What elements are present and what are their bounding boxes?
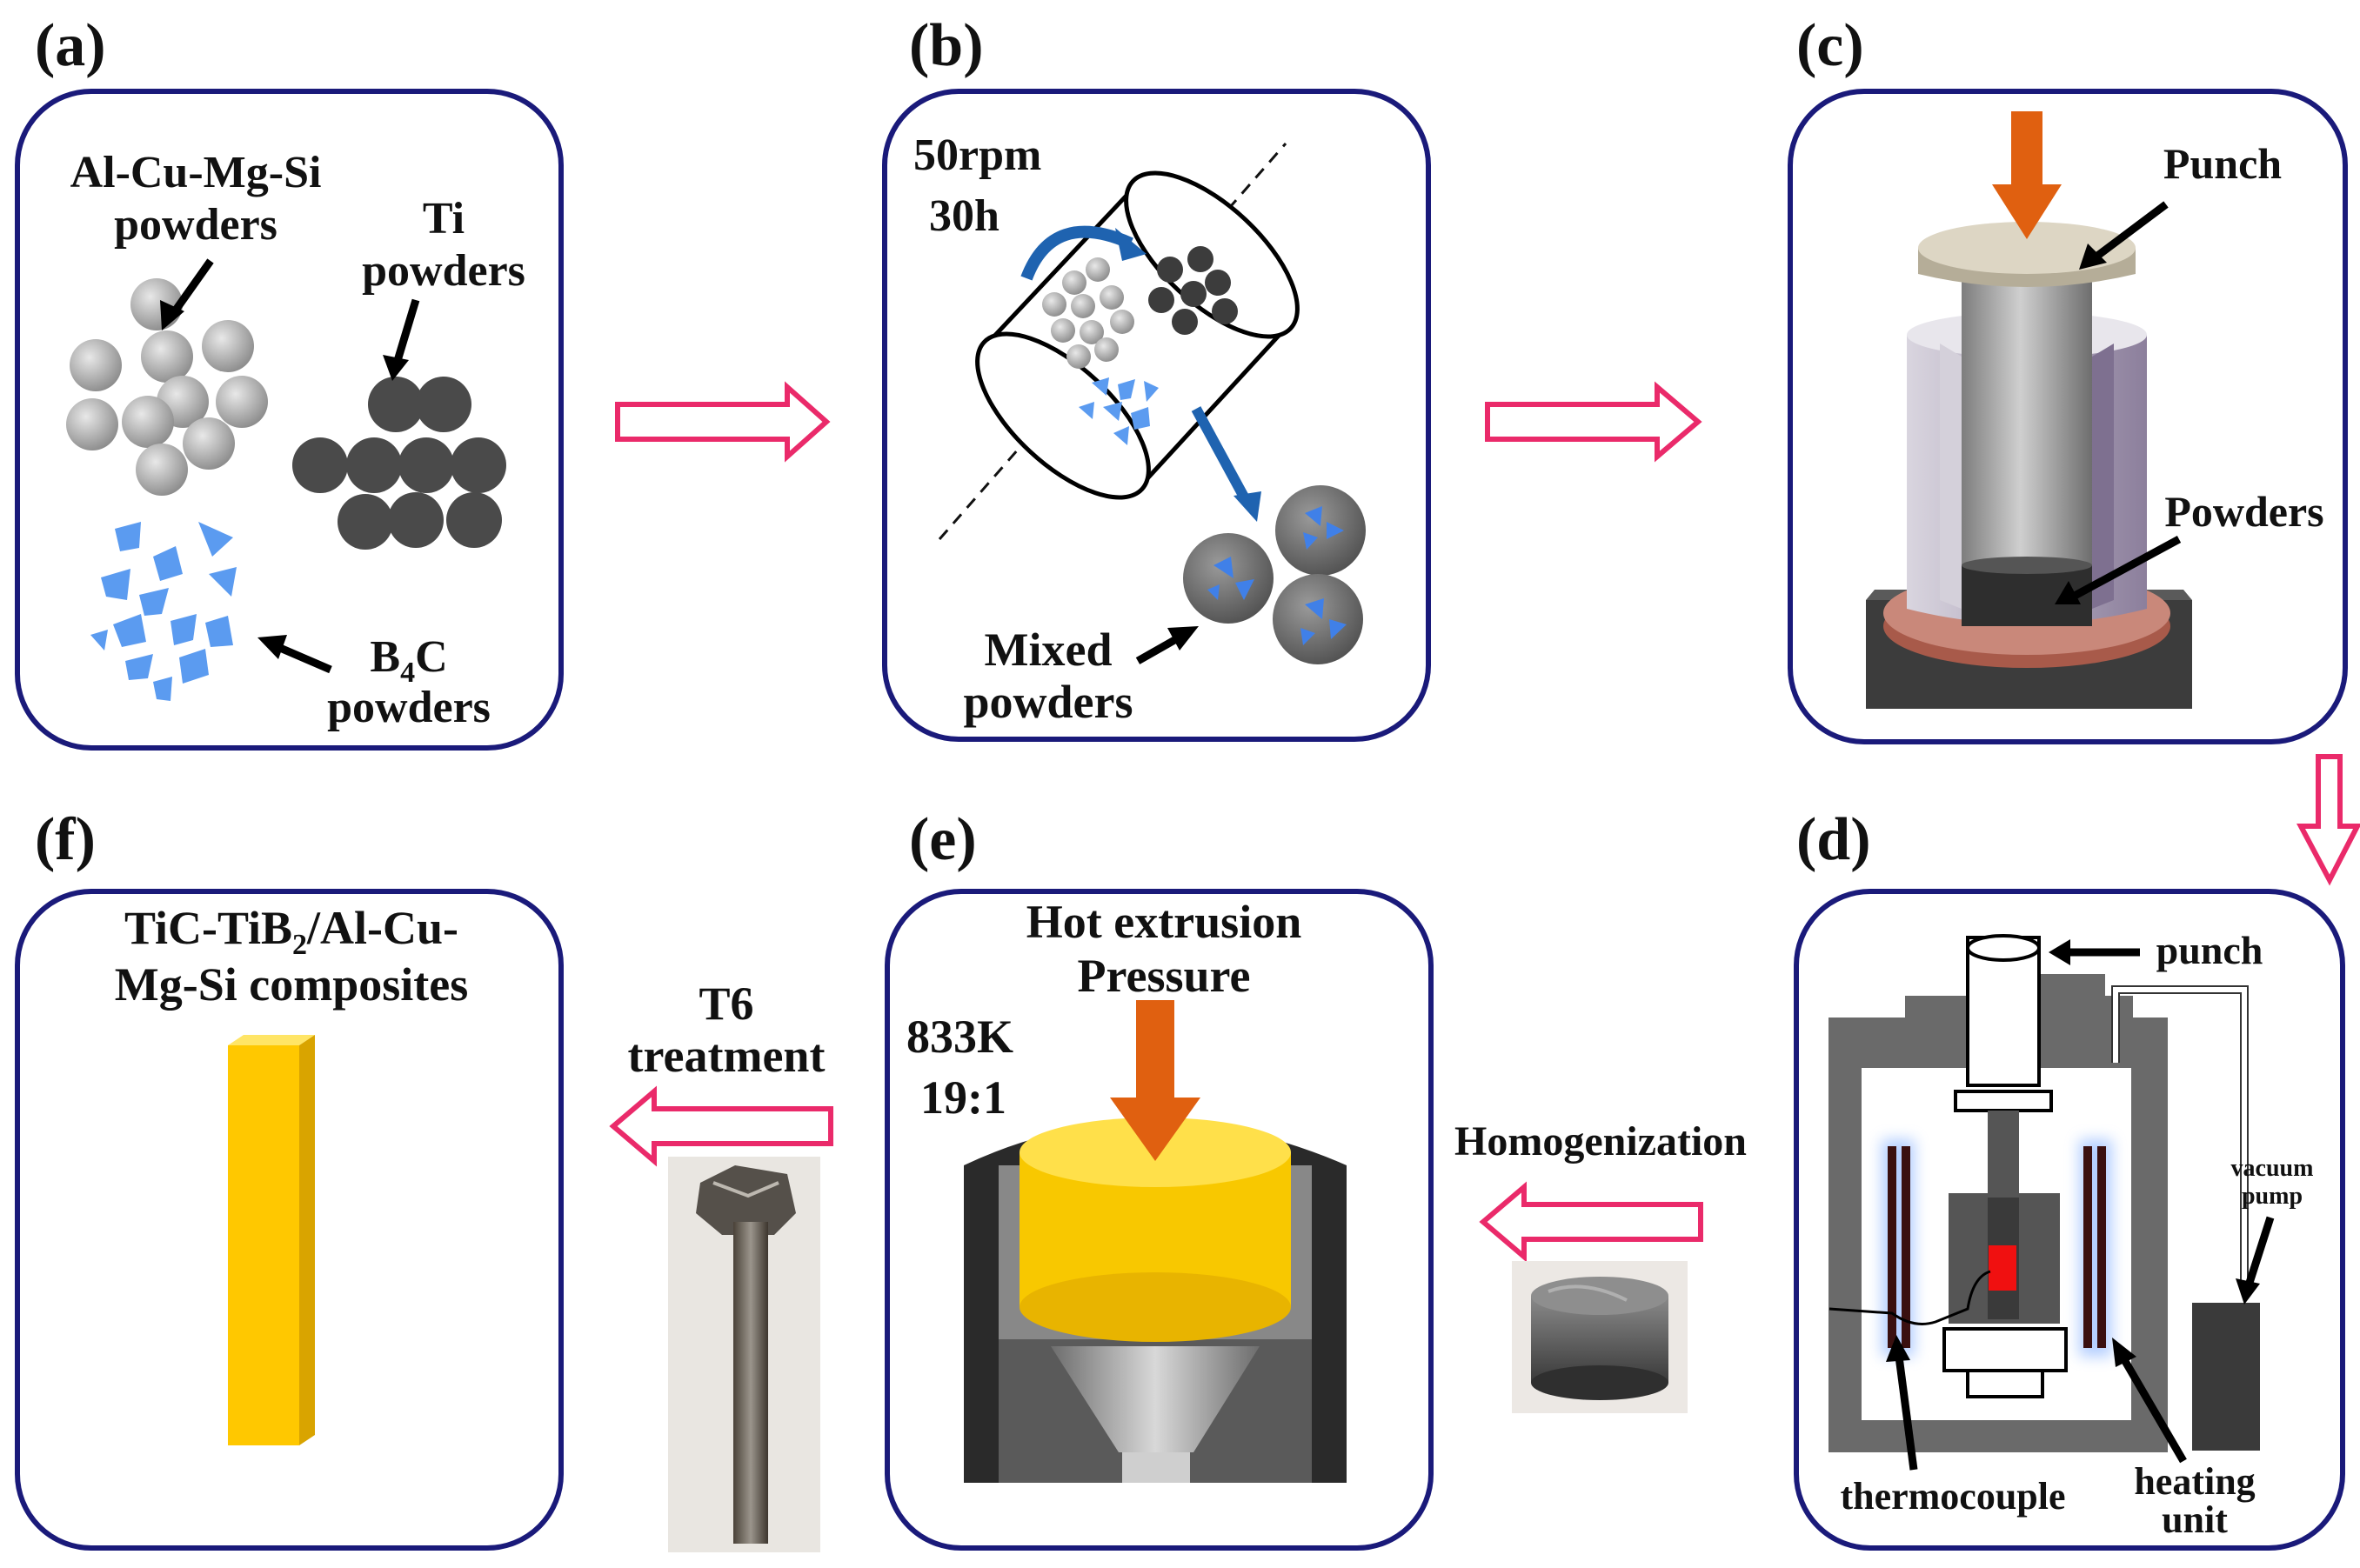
panel-label-b: (b) bbox=[909, 12, 984, 79]
output-arrow bbox=[1191, 406, 1251, 503]
alloy-powders-label: Al-Cu-Mg-Si bbox=[70, 148, 322, 197]
b4c-particles bbox=[90, 522, 237, 701]
ratio-label: 19:1 bbox=[920, 1071, 1006, 1124]
panel-d: punch vacuum pump thermocouple heating u… bbox=[1794, 889, 2345, 1551]
press-arrow bbox=[2011, 111, 2042, 190]
punch-column bbox=[1966, 936, 2041, 1087]
punch-pointer bbox=[2094, 201, 2169, 260]
punch-label-d: punch bbox=[2156, 928, 2263, 972]
vacuum-pump-label: vacuum bbox=[2231, 1155, 2314, 1182]
extrusion-force-arrow bbox=[1136, 1000, 1174, 1104]
alloy-powders-label-2: powders bbox=[114, 200, 277, 250]
flow-arrow-a-b bbox=[615, 381, 831, 463]
panel-a-frame bbox=[15, 89, 564, 751]
panel-label-d: (d) bbox=[1796, 806, 1871, 873]
panel-b: 50rpm 30h bbox=[882, 89, 1431, 742]
billet-photo bbox=[1512, 1261, 1688, 1413]
flow-arrow-c-d bbox=[2296, 754, 2360, 886]
mixed-arrow bbox=[1135, 636, 1179, 664]
speed-label: 50rpm bbox=[913, 130, 1041, 180]
mixed-powders-label-2: powders bbox=[963, 676, 1133, 728]
pressure-label: Pressure bbox=[1078, 950, 1251, 1002]
support-block bbox=[1942, 1327, 2068, 1372]
punch-label: Punch bbox=[2163, 139, 2282, 188]
sample bbox=[1989, 1245, 2016, 1291]
heating-elements-right bbox=[2083, 1146, 2106, 1348]
mixer-b4c-particles bbox=[1079, 377, 1159, 445]
punch-rod bbox=[1962, 278, 2092, 565]
thermocouple-wire bbox=[1828, 1270, 1991, 1325]
mixed-particles bbox=[1183, 485, 1366, 664]
flow-arrow-b-c bbox=[1485, 381, 1702, 463]
panel-label-e: (e) bbox=[909, 806, 977, 873]
panel-label-a: (a) bbox=[35, 12, 106, 79]
alloy-particles bbox=[66, 278, 268, 496]
ti-powders-label-2: powders bbox=[362, 246, 525, 296]
panel-label-f: (f) bbox=[35, 806, 96, 873]
ti-powders-label: Ti bbox=[423, 194, 465, 244]
ti-particles bbox=[292, 377, 506, 550]
heating-unit-label-2: unit bbox=[2162, 1498, 2228, 1541]
flow-arrow-d-e bbox=[1479, 1181, 1703, 1263]
mixer-alloy-particles bbox=[1042, 257, 1134, 369]
heating-pointer bbox=[2119, 1354, 2187, 1464]
heating-unit-label: heating bbox=[2134, 1460, 2255, 1503]
panel-label-c: (c) bbox=[1796, 12, 1864, 79]
mixer-ti-particles bbox=[1148, 246, 1238, 335]
thermocouple-pointer bbox=[1895, 1356, 1918, 1471]
panel-a: Al-Cu-Mg-Si powders Ti powders bbox=[15, 89, 564, 751]
hot-extrusion-label: Hot extrusion bbox=[1026, 896, 1302, 948]
extruded-rod-photo bbox=[668, 1157, 820, 1552]
heating-elements-left bbox=[1888, 1146, 1910, 1348]
vacuum-pump bbox=[2192, 1303, 2260, 1451]
t6-label: T6 bbox=[699, 977, 753, 1030]
vacuum-pointer bbox=[2244, 1216, 2275, 1287]
panel-e: Hot extrusion Pressure 833K 19:1 bbox=[885, 889, 1434, 1551]
t6-label-2: treatment bbox=[628, 1030, 826, 1082]
rotation-axis bbox=[938, 143, 1287, 540]
rotation-arrow bbox=[1020, 225, 1133, 281]
powders-label: Powders bbox=[2164, 487, 2323, 536]
composite-bar bbox=[228, 1035, 315, 1445]
temperature-label: 833K bbox=[906, 1011, 1013, 1063]
b4c-arrow bbox=[278, 644, 332, 674]
ti-arrow bbox=[392, 298, 420, 365]
powders-pointer bbox=[2072, 536, 2182, 599]
b4c-label-2: powders bbox=[327, 683, 491, 732]
panel-f: TiC-TiB2/Al-Cu- Mg-Si composites bbox=[15, 889, 564, 1551]
homogenization-label: Homogenization bbox=[1454, 1118, 1747, 1164]
flow-arrow-e-f bbox=[609, 1085, 833, 1167]
composite-label: TiC-TiB2/Al-Cu- bbox=[124, 902, 458, 961]
vacuum-pump-label-2: pump bbox=[2242, 1183, 2303, 1210]
panel-c: Punch Powders bbox=[1788, 89, 2348, 744]
b4c-label: B4C bbox=[370, 632, 447, 689]
mixed-powders-label: Mixed bbox=[985, 624, 1113, 676]
composite-label-2: Mg-Si composites bbox=[115, 958, 468, 1011]
thermocouple-label: thermocouple bbox=[1840, 1475, 2065, 1518]
time-label: 30h bbox=[929, 191, 999, 241]
